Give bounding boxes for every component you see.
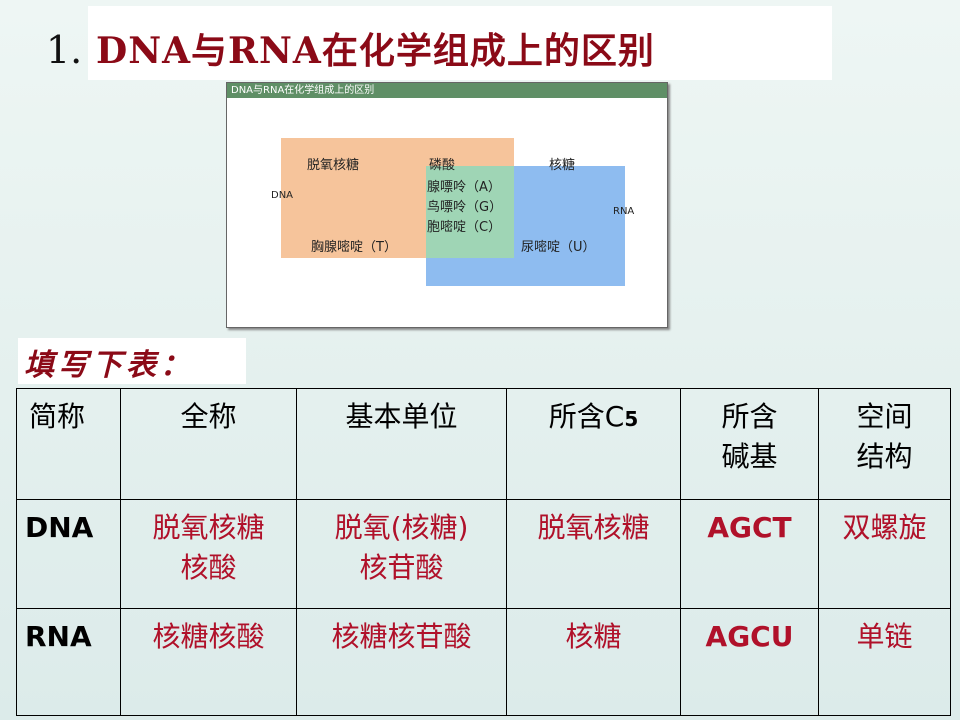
header-c5-text: 所含C xyxy=(548,400,625,433)
figure-window: DNA与RNA在化学组成上的区别 DNA RNA 脱氧核糖 胸腺嘧啶（T） 磷酸… xyxy=(226,82,668,328)
header-abbr: 简称 xyxy=(16,388,121,500)
header-basic-unit-text: 基本单位 xyxy=(345,400,458,433)
table-row-dna: DNA 脱氧核糖核酸 脱氧(核糖)核苷酸 脱氧核糖 AGCT 双螺旋 xyxy=(16,499,951,609)
dna-basic-unit-line1: 脱氧(核糖) xyxy=(334,511,469,544)
shared-cytosine: 胞嘧啶（C） xyxy=(427,220,502,235)
shared-guanine: 鸟嘌呤（G） xyxy=(427,200,503,215)
header-structure: 空间结构 xyxy=(818,388,951,500)
header-bases: 所含碱基 xyxy=(680,388,819,500)
fill-table-label: 填写下表： xyxy=(24,348,194,383)
rna-only-base: 尿嘧啶（U） xyxy=(521,240,596,255)
table-row-rna: RNA 核糖核酸 核糖核苷酸 核糖 AGCU 单链 xyxy=(16,608,951,716)
dna-structure: 双螺旋 xyxy=(818,499,951,609)
rna-full-name: 核糖核酸 xyxy=(120,608,297,716)
header-c5-subscript: 5 xyxy=(624,407,639,431)
header-structure-line2: 结构 xyxy=(856,440,913,473)
dna-abbr: DNA xyxy=(16,499,121,609)
shared-phosphate: 磷酸 xyxy=(429,158,456,173)
rna-abbr: RNA xyxy=(16,608,121,716)
figure-titlebar: DNA与RNA在化学组成上的区别 xyxy=(227,83,667,98)
fill-label-background xyxy=(18,338,246,384)
dna-full-name-line2: 核酸 xyxy=(180,551,237,584)
rna-c5: 核糖 xyxy=(506,608,681,716)
title-number: 1. xyxy=(46,28,83,72)
rna-label: RNA xyxy=(613,206,635,217)
venn-diagram: DNA RNA 脱氧核糖 胸腺嘧啶（T） 磷酸 腺嘌呤（A） 鸟嘌呤（G） 胞嘧… xyxy=(227,98,667,327)
rna-basic-unit: 核糖核苷酸 xyxy=(296,608,507,716)
header-abbr-text: 简称 xyxy=(29,400,86,433)
dna-full-name: 脱氧核糖核酸 xyxy=(120,499,297,609)
page-title: DNA与RNA在化学组成上的区别 xyxy=(96,30,655,72)
title-background xyxy=(88,6,832,80)
rna-structure: 单链 xyxy=(818,608,951,716)
header-full-name-text: 全称 xyxy=(180,400,237,433)
dna-basic-unit: 脱氧(核糖) 核苷酸 xyxy=(296,499,507,609)
shared-adenine: 腺嘌呤（A） xyxy=(427,180,501,195)
shared-region xyxy=(426,166,514,258)
dna-only-base: 胸腺嘧啶（T） xyxy=(311,240,397,255)
rna-bases: AGCU xyxy=(680,608,819,716)
header-bases-line2: 碱基 xyxy=(721,440,778,473)
header-structure-line1: 空间 xyxy=(856,400,913,433)
header-basic-unit: 基本单位 xyxy=(296,388,507,500)
comparison-table: 简称 全称 基本单位 所含C5 所含碱基 空间结构 DNA 脱氧核糖核酸 脱氧(… xyxy=(16,388,951,716)
header-full-name: 全称 xyxy=(120,388,297,500)
header-c5: 所含C5 xyxy=(506,388,681,500)
table-header-row: 简称 全称 基本单位 所含C5 所含碱基 空间结构 xyxy=(16,388,951,500)
dna-c5: 脱氧核糖 xyxy=(506,499,681,609)
dna-bases: AGCT xyxy=(680,499,819,609)
dna-only-sugar: 脱氧核糖 xyxy=(307,158,360,173)
dna-basic-unit-line2: 核苷酸 xyxy=(359,551,444,584)
dna-full-name-line1: 脱氧核糖 xyxy=(152,511,265,544)
rna-only-sugar: 核糖 xyxy=(549,158,576,173)
dna-label: DNA xyxy=(271,190,294,201)
header-bases-line1: 所含 xyxy=(721,400,778,433)
